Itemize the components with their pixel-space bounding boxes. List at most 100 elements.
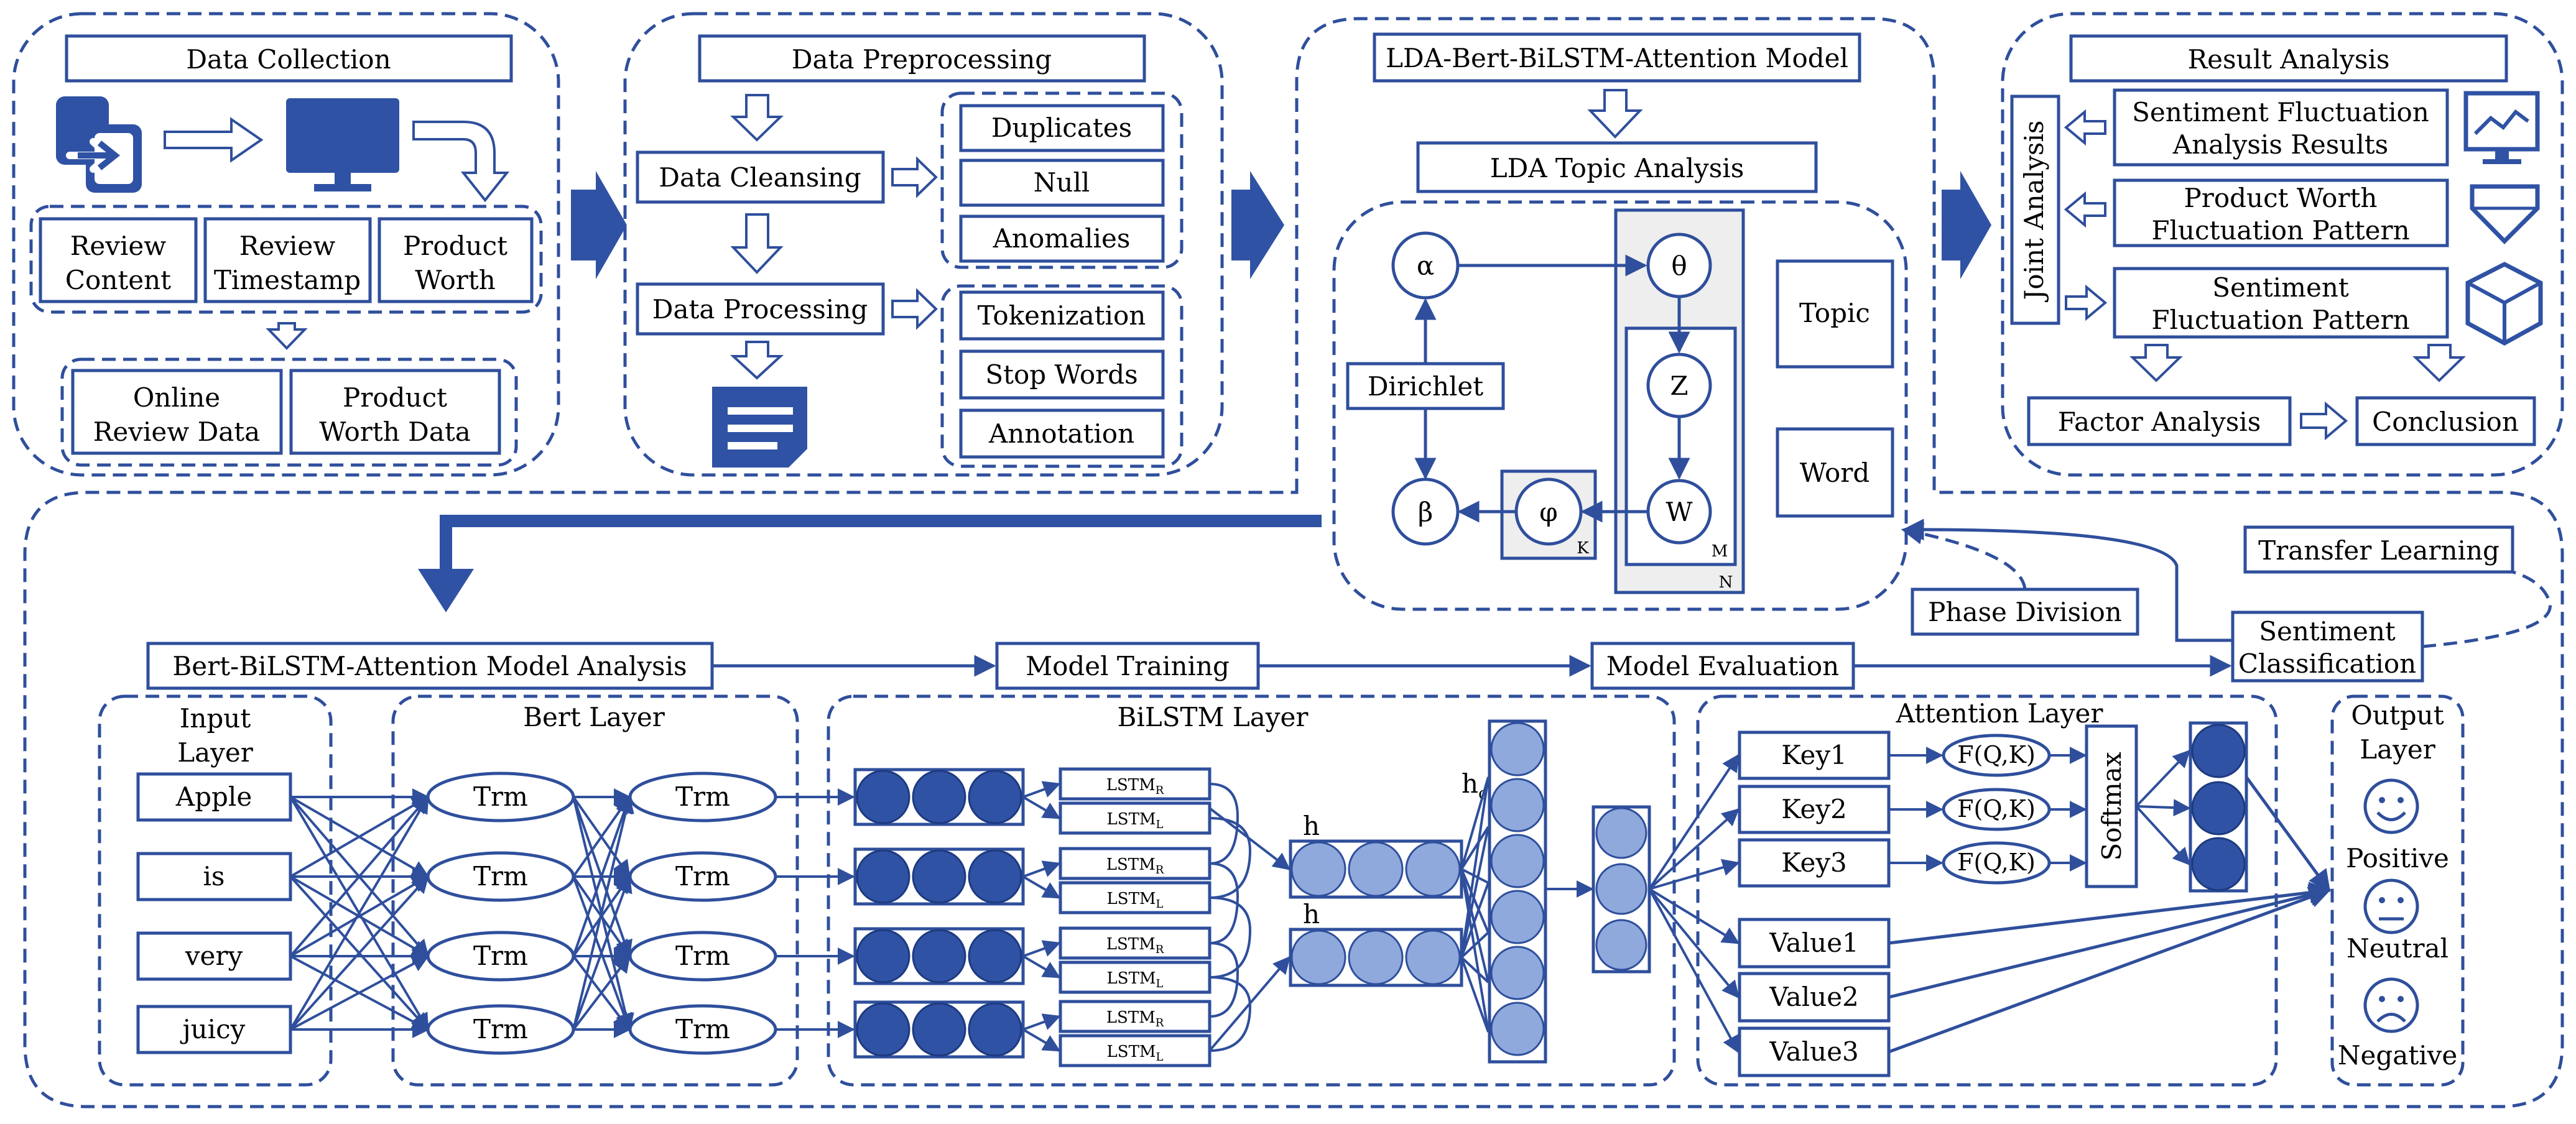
context-to-value-edge: [1648, 888, 1740, 999]
data-preprocessing-title-box: [698, 34, 1146, 83]
beta-label: β: [1418, 497, 1433, 527]
softmax-label: Softmax: [2096, 752, 2127, 860]
h-to-hc-edge: [1460, 776, 1490, 870]
arrow-down-icon: [1587, 89, 1643, 139]
context-cell: [1595, 863, 1647, 915]
trm-label: Trm: [675, 941, 730, 971]
trm-node: [426, 851, 575, 902]
tokenization-box: [959, 290, 1165, 341]
arrow-right-icon: [2065, 284, 2108, 321]
value-label: Value3: [1769, 1036, 1859, 1067]
sentiment-feedback-arrow: [1902, 518, 2233, 642]
joint-analysis-label: Joint Analysis: [2019, 121, 2049, 303]
bert-edge: [572, 795, 632, 957]
lda-model-title: LDA-Bert-BiLSTM-Attention Model: [1386, 43, 1848, 73]
lstm-label: LSTML: [1107, 1043, 1164, 1064]
value-box: [1738, 918, 1891, 969]
alpha-label: α: [1417, 251, 1434, 281]
diamond-icon: [2470, 184, 2540, 244]
embedding-cell: [856, 849, 910, 904]
softmax-to-weight-edge: [2135, 749, 2190, 808]
key-box: [1738, 730, 1891, 780]
transfer-learning-label: Transfer Learning: [2258, 535, 2500, 566]
hc-cell: [1490, 834, 1545, 888]
h-to-hc-edge: [1460, 868, 1490, 1033]
trm-label: Trm: [473, 861, 528, 891]
document-icon: [712, 387, 807, 468]
score-function-label: F(Q,K): [1957, 741, 2036, 768]
embedding-cell: [912, 770, 966, 824]
h-to-hc-edge: [1460, 868, 1490, 933]
trm-node: [628, 851, 777, 902]
data-collection-title: Data Collection: [186, 44, 391, 75]
model-training-box: [995, 642, 1260, 690]
stop-words-box: [959, 349, 1165, 400]
stop-words-label: Stop Words: [985, 359, 1137, 390]
chart-monitor-icon: [2463, 91, 2540, 164]
softmax-to-weight-edge: [2136, 799, 2191, 817]
annotation-label: Annotation: [988, 418, 1134, 449]
embedding-cell: [912, 1002, 966, 1057]
key-label: Key3: [1781, 847, 1847, 878]
value-label: Value1: [1769, 928, 1859, 958]
attention-weight-cell: [2191, 724, 2246, 778]
lda-topic-analysis-box: [1416, 141, 1818, 193]
input-layer-panel: [98, 694, 333, 1087]
data-cleansing-label: Data Cleansing: [659, 162, 861, 193]
h-cell: [1290, 841, 1346, 897]
cube-icon: [2465, 262, 2543, 346]
h-to-hc-edge: [1460, 776, 1490, 958]
lstm-backward-link: [1209, 817, 1252, 899]
context-cell: [1595, 807, 1647, 859]
h-cell: [1405, 841, 1461, 897]
hc-cell: [1490, 890, 1545, 944]
data-collection-panel: [12, 12, 560, 477]
h-cell: [1348, 929, 1404, 985]
phase-division-box: [1911, 587, 2139, 636]
bert-edge: [289, 875, 430, 957]
trm-node: [426, 931, 575, 982]
lstm-cell: [1059, 1000, 1212, 1033]
h-to-hc-edge: [1460, 957, 1490, 1033]
value-to-output-edge: [1888, 884, 2332, 999]
embedding-cell: [856, 770, 910, 824]
factor-analysis-label: Factor Analysis: [2058, 407, 2261, 437]
lstm-input-edge: [1022, 940, 1061, 957]
embedding-cell: [968, 929, 1022, 984]
phi-label: φ: [1539, 497, 1557, 527]
tokenization-label: Tokenization: [978, 300, 1146, 331]
h-to-hc-edge: [1460, 882, 1490, 958]
h-to-hc-edge: [1460, 868, 1490, 983]
lda-model-title-box: [1373, 32, 1861, 83]
arrow-right-icon: [2300, 401, 2348, 441]
bilstm-units: LSTMRLSTMLLSTMRLSTMLLSTMRLSTMLLSTMRLSTML…: [853, 719, 1651, 1067]
trm-label: Trm: [473, 781, 528, 812]
bert-edge: [289, 795, 429, 1031]
arrow-down-icon: [730, 94, 784, 142]
to-h-edge: [1208, 807, 1291, 870]
value-box: [1738, 972, 1891, 1023]
model-evaluation-label: Model Evaluation: [1606, 651, 1839, 681]
hc-cell: [1490, 722, 1545, 776]
bert-layer-panel: [391, 694, 799, 1087]
lstm-forward-link: [1209, 862, 1239, 944]
context-to-value-edge: [1648, 888, 1740, 944]
bilstm-layer-panel: [827, 694, 1676, 1087]
big-arrow-icon: [1231, 171, 1284, 279]
attention-weight-cell: [2191, 781, 2246, 836]
trm-node: [426, 1004, 575, 1055]
lstm-cell: [1059, 801, 1212, 835]
trm-label: Trm: [675, 1014, 730, 1044]
score-function-label: F(Q,K): [1957, 795, 2036, 822]
h-label: h: [1303, 811, 1320, 841]
embedding-cell: [968, 770, 1022, 824]
big-arrow-icon: [418, 515, 1322, 612]
z-label: Z: [1670, 371, 1688, 401]
data-processing-label: Data Processing: [652, 294, 868, 325]
